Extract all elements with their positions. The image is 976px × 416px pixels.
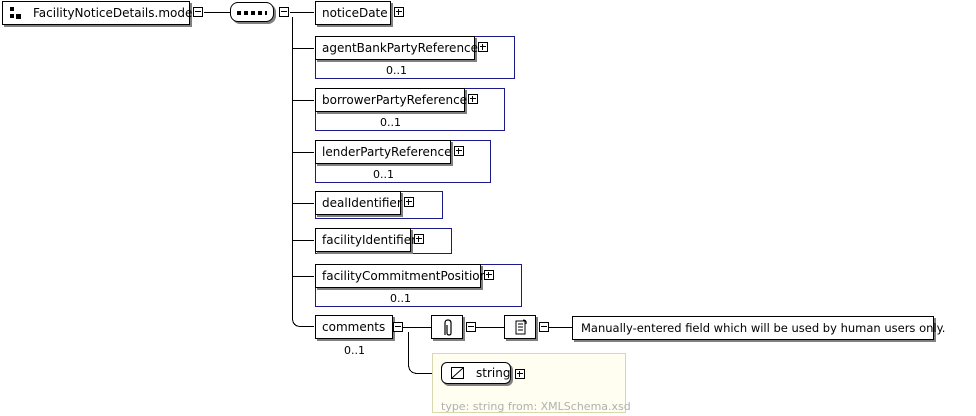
cardinality-label: 0..1 [373,168,394,181]
expand-icon[interactable] [394,7,404,17]
cardinality-label: 0..1 [380,116,401,129]
expand-icon[interactable] [515,369,525,379]
collapse-icon[interactable] [539,322,549,332]
sequence-icon[interactable] [230,2,274,22]
element-label: borrowerPartyReference [322,93,468,107]
expand-icon[interactable] [484,270,494,280]
collapse-icon[interactable] [466,322,476,332]
element-label: comments [322,320,386,334]
cardinality-label: 0..1 [386,64,407,77]
element-label: lenderPartyReference [322,145,452,159]
expand-icon[interactable] [454,146,464,156]
element-comments[interactable]: comments [315,315,393,339]
annotation-icon [444,319,452,336]
root-label: FacilityNoticeDetails.model [33,6,196,20]
documentation-text: Manually-entered field which will be use… [572,316,945,340]
element-lenderPartyReference[interactable]: lenderPartyReference [315,140,451,164]
collapse-icon[interactable] [393,322,403,332]
cardinality-label: 0..1 [344,344,365,357]
element-facilityCommitmentPosition[interactable]: facilityCommitmentPosition [315,264,487,288]
element-noticeDate[interactable]: noticeDate [315,1,391,25]
root-model-group[interactable]: FacilityNoticeDetails.model [2,1,196,25]
collapse-icon[interactable] [193,7,203,17]
annotation-node[interactable] [431,315,463,339]
documentation-node[interactable] [504,315,536,339]
element-label: dealIdentifier [322,196,402,210]
element-label: facilityCommitmentPosition [322,269,488,283]
element-facilityIdentifier[interactable]: facilityIdentifier [315,228,416,252]
expand-icon[interactable] [404,197,414,207]
cardinality-label: 0..1 [390,292,411,305]
expand-icon[interactable] [468,94,478,104]
model-group-icon [10,7,21,19]
element-label: noticeDate [322,6,388,20]
type-note: type: string from: XMLSchema.xsd [441,400,631,413]
documentation-icon [515,319,527,335]
element-borrowerPartyReference[interactable]: borrowerPartyReference [315,88,468,112]
element-dealIdentifier[interactable]: dealIdentifier [315,191,402,215]
simple-type-icon [451,367,464,379]
element-label: agentBankPartyReference [322,41,479,55]
collapse-icon[interactable] [279,7,289,17]
expand-icon[interactable] [414,234,424,244]
type-label: string [476,366,511,380]
element-agentBankPartyReference[interactable]: agentBankPartyReference [315,36,479,60]
element-label: facilityIdentifier [322,233,417,247]
expand-icon[interactable] [478,42,488,52]
